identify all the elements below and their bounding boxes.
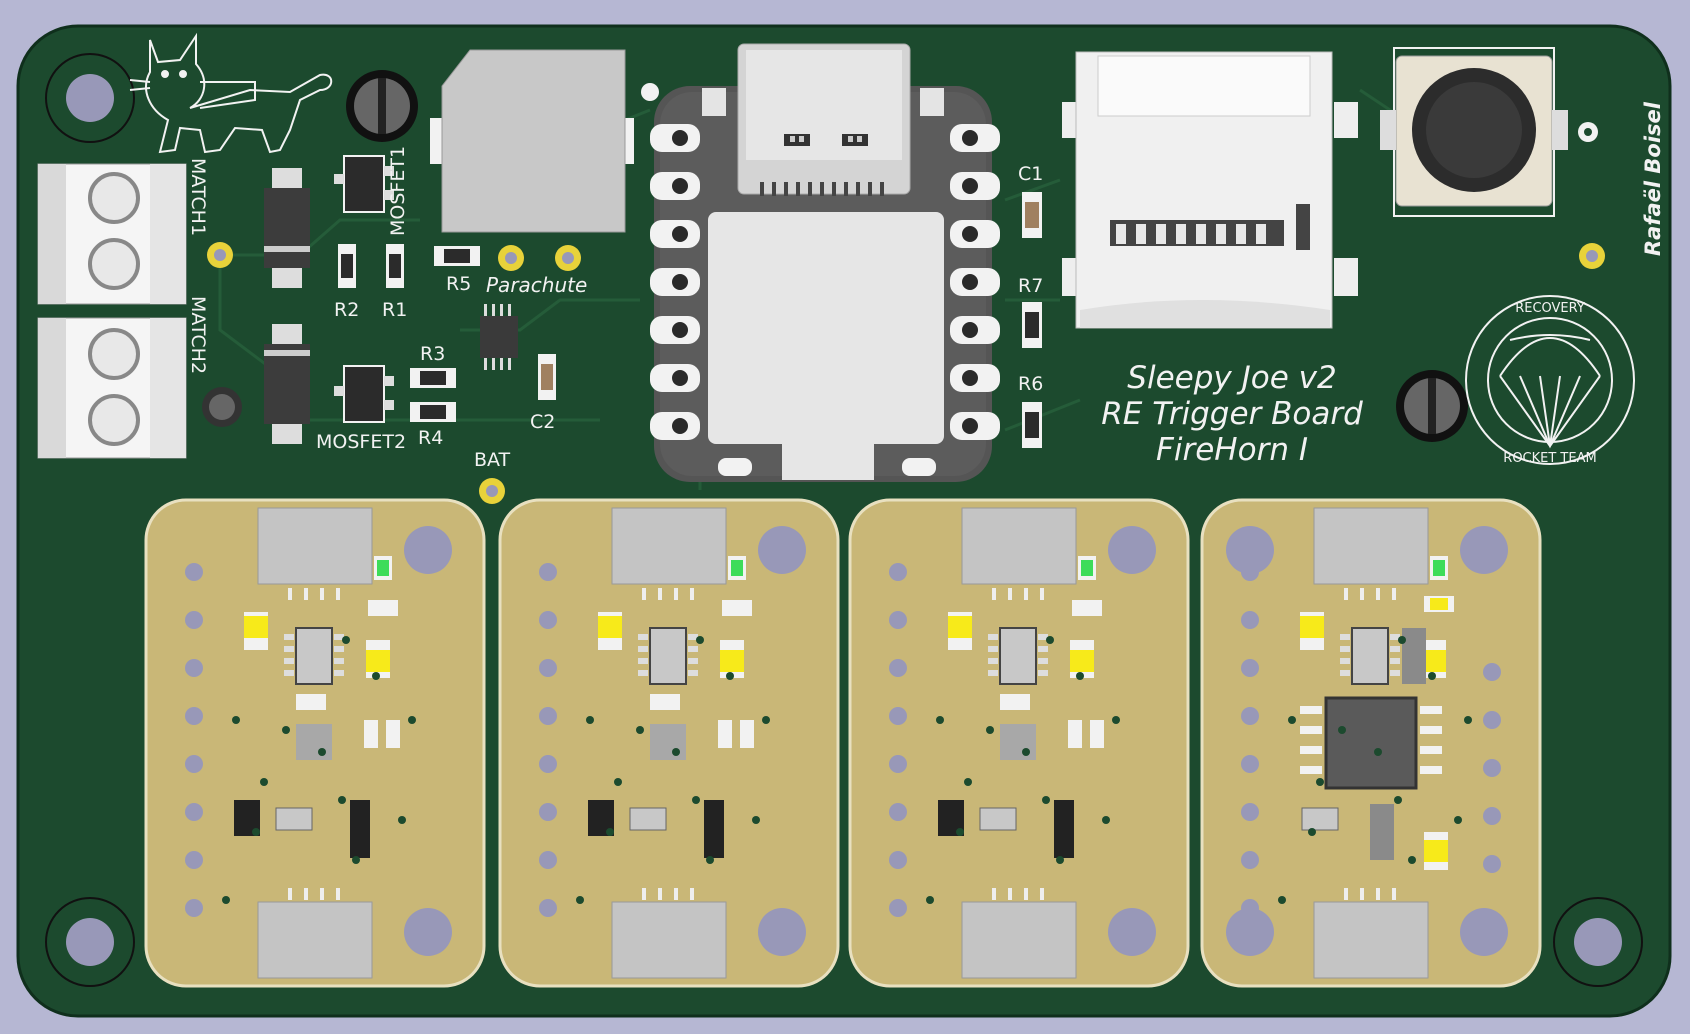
push-button-icon	[1380, 47, 1568, 217]
diode-bottom	[264, 324, 310, 444]
author-label: Rafaël Boisel	[1641, 101, 1665, 256]
mosfet2	[334, 365, 394, 423]
board-title-line2: RE Trigger Board	[1101, 396, 1363, 432]
parachute-logo-icon	[1465, 295, 1635, 465]
cat-logo-icon	[129, 32, 333, 154]
c1-label: C1	[1018, 163, 1043, 185]
sensor-module-3	[848, 498, 1190, 988]
logo-top-text: RECOVERY	[1515, 301, 1585, 316]
gray-module	[430, 49, 634, 233]
r3-label: R3	[420, 343, 445, 365]
round-component-right	[1396, 370, 1468, 442]
sensor-module-1	[144, 498, 486, 988]
c2-label: C2	[530, 411, 555, 433]
mosfet1	[334, 155, 394, 213]
board-title-line3: FireHorn I	[1156, 432, 1308, 468]
sd-card-slot-icon	[1062, 51, 1358, 329]
ic-small	[480, 304, 518, 370]
usb-c-connector-icon	[737, 43, 911, 196]
r1-label: R1	[382, 299, 407, 321]
capacitor-c2	[538, 354, 556, 400]
match2-label: MATCH2	[187, 296, 209, 374]
right-resistors	[1022, 192, 1042, 448]
round-component-top	[346, 70, 418, 142]
sensor-modules	[144, 498, 1542, 988]
screw-terminal-match1	[37, 163, 187, 305]
mosfet1-label: MOSFET1	[387, 146, 409, 236]
sensor-module-4	[1200, 498, 1542, 988]
resistors-left	[338, 244, 480, 422]
sensor-module-2	[498, 498, 840, 988]
r4-label: R4	[418, 427, 443, 449]
r7-label: R7	[1018, 275, 1043, 297]
r2-label: R2	[334, 299, 359, 321]
test-pads	[202, 242, 1605, 504]
match1-label: MATCH1	[187, 158, 209, 236]
r6-label: R6	[1018, 373, 1043, 395]
parachute-label: Parachute	[486, 273, 587, 297]
r5-label: R5	[446, 273, 471, 295]
mounting-holes	[45, 53, 1643, 987]
bat-label: BAT	[474, 449, 511, 471]
board-title-line1: Sleepy Joe v2	[1127, 360, 1336, 396]
diode-top	[264, 168, 310, 288]
screw-terminal-match2	[37, 317, 187, 459]
logo-bottom-text: ROCKET TEAM	[1503, 451, 1596, 466]
mosfet2-label: MOSFET2	[316, 431, 406, 453]
